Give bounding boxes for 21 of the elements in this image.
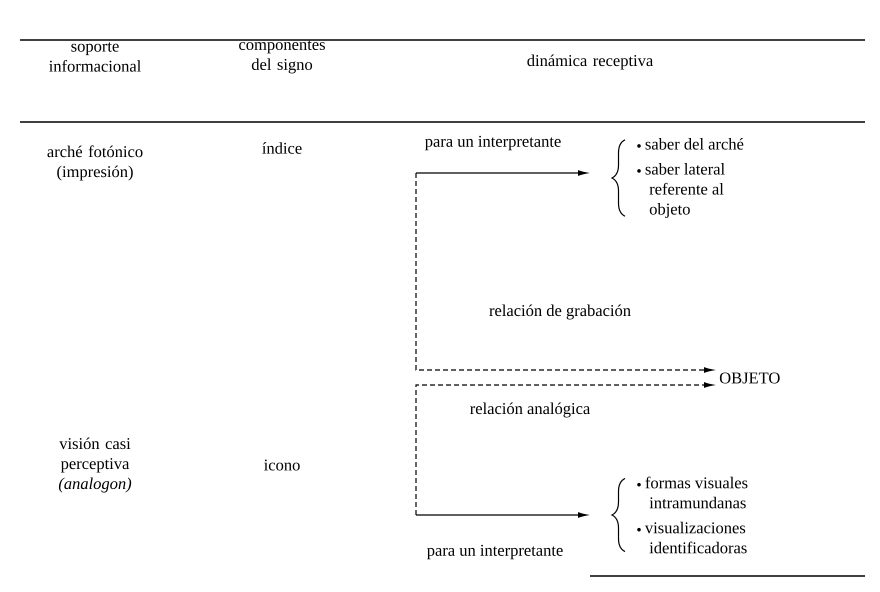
table-cell: visión casi perceptiva (analogon) [58, 438, 132, 492]
bullet-item: saber del arché [637, 138, 744, 150]
edge-label: relación de grabación [489, 304, 631, 320]
edge-label: para un interpretante [425, 136, 561, 150]
bullet-group [611, 138, 744, 218]
arrow [415, 382, 713, 515]
bullet-item: visualizaciones identificadoras [637, 522, 747, 554]
table-cell: componentes del signo [239, 40, 325, 74]
arrow [415, 173, 713, 373]
table-cell: icono [264, 459, 300, 471]
node-label: OBJETO [720, 372, 780, 384]
table-cell: soporte informacional [49, 42, 141, 72]
table-cell: dinámica receptiva [527, 54, 654, 70]
edge-label: relación analógica [470, 402, 590, 418]
table-cell: arché fotónico (impresión) [47, 145, 142, 181]
bullet-item: saber lateral referente al objeto [637, 163, 725, 218]
arrow [416, 170, 587, 176]
edge-label: para un interpretante [427, 544, 563, 560]
bullet-group [611, 476, 748, 554]
arrow [416, 512, 587, 518]
table-cell: índice [262, 142, 302, 154]
